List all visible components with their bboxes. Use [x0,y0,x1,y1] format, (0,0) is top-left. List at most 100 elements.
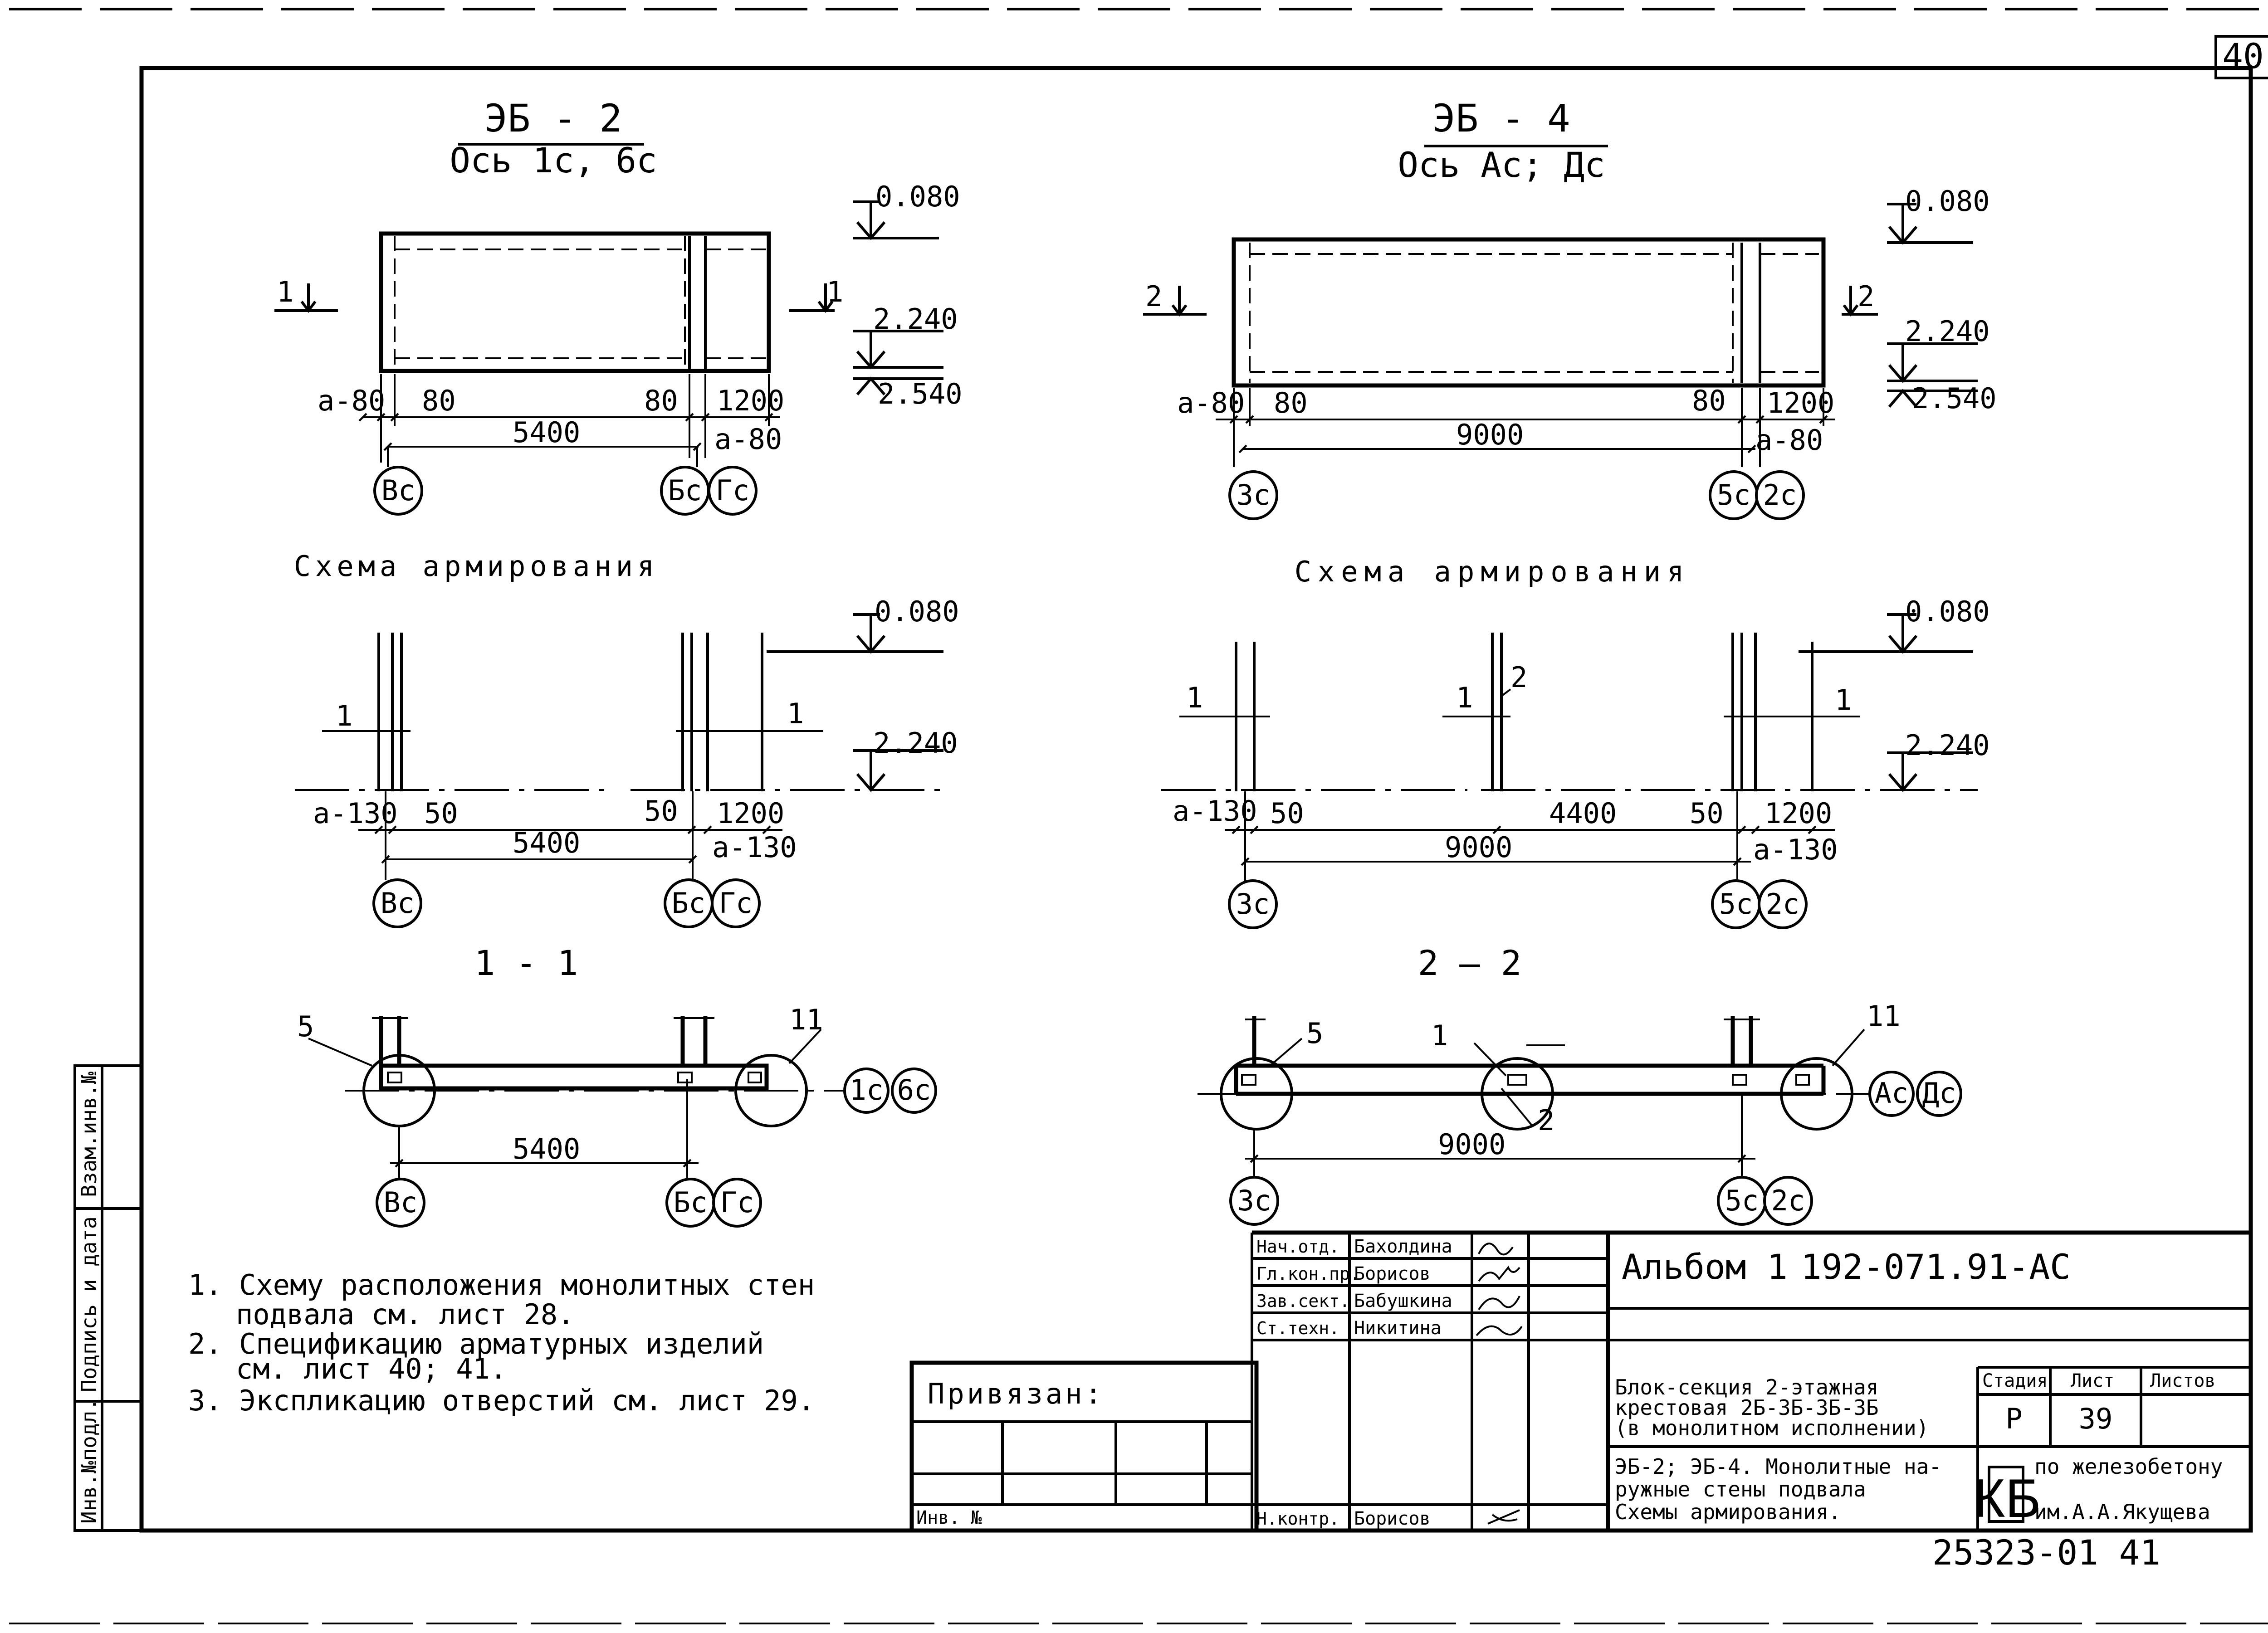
eb4-scheme-axis-3: 3с [1236,887,1270,921]
section-1-1-axis-b: Бс [674,1186,708,1219]
reinforcement-scheme-eb4: Схема армирования 0.080 2.240 1 1 2 1 [1161,555,1990,929]
eb2-scheme-axis-g: Гс [719,887,753,920]
drawing-title-2: ружные стены подвала [1615,1477,1866,1501]
eb2-dim-span: 5400 [513,416,580,449]
section-2-2-axis-5: 5с [1725,1184,1759,1217]
eb2-subtitle: Ось 1с, 6с [450,140,657,180]
org-line-2: им.А.А.Якущева [2034,1500,2210,1524]
eb2-section-mark-right: 1 [826,275,843,308]
section-2-2-pos5: 5 [1306,1017,1323,1050]
eb2-scheme-mark-mid: 2.240 [873,726,958,760]
n-kontr-role: Н.контр. [1256,1509,1339,1529]
org-logo: КБ [1974,1468,2041,1529]
eb4-axis-2: 2с [1763,478,1797,512]
eb2-dim-80-right: 80 [644,384,678,417]
eb2-scheme-dim-a130-right: а-130 [712,831,797,864]
side-stamp-original: Инв.№подл. [77,1398,101,1524]
section-2-2: 2 — 2 5 1 2 11 Ас Дс 9000 [1198,943,1962,1226]
drawing-title-3: Схемы армирования. [1615,1500,1841,1524]
signature-2 [1478,1266,1520,1282]
eb4-scheme-axis-2: 2с [1766,887,1800,921]
eb4-title: ЭБ - 4 [1432,96,1570,141]
album-label: Альбом 1 [1622,1247,1788,1287]
section-1-1-title: 1 - 1 [474,943,578,983]
eb2-axis-g: Гс [716,474,750,507]
section-2-2-pos1: 1 [1431,1019,1448,1052]
section-1-1-dim-span: 5400 [513,1132,580,1165]
note-3: 3. Экспликацию отверстий см. лист 29. [188,1384,815,1417]
name-4: Никитина [1354,1318,1442,1339]
eb4-scheme-bar1-center: 1 [1456,681,1473,714]
stage-value: Р [2005,1402,2022,1435]
eb4-scheme-dim-50: 50 [1270,797,1304,830]
eb2-scheme-axis-v: Вс [381,887,415,920]
eb4-dim-a80: а-80 [1177,386,1245,419]
eb2-scheme-dim-1200: 1200 [717,797,784,830]
eb4-mark-mid: 2.240 [1905,315,1990,348]
section-2-2-axis-d: Дс [1922,1077,1956,1110]
name-3: Бабушкина [1354,1291,1452,1311]
signature-4 [1476,1325,1523,1336]
n-kontr-name: Борисов [1354,1508,1431,1529]
eb2-dim-a80: а-80 [318,384,385,417]
eb2-mark-top: 0.080 [875,180,960,213]
eb4-scheme-dim-span: 9000 [1445,831,1512,864]
eb4-scheme-mark-top: 0.080 [1905,595,1990,628]
eb2-scheme-dim-a130: а-130 [313,797,398,830]
eb4-scheme-mark-mid: 2.240 [1905,729,1990,762]
section-2-2-axis-2: 2с [1771,1184,1805,1217]
role-1: Нач.отд. [1256,1237,1339,1257]
project-line-2: крестовая 2Б-3Б-3Б-3Б [1615,1395,1879,1420]
title-block: Привязан: Инв. № Нач.отд. Гл.кон.пр. Зав… [909,1230,2251,1533]
eb4-scheme-axis-5: 5с [1719,887,1753,921]
eb2-scheme-dim-50-right: 50 [644,795,678,828]
elevation-eb4: ЭБ - 4 Ось Ас; Дс 0.080 2.240 2.540 2 2 [1143,96,1997,520]
eb2-scheme-bar1-right: 1 [787,697,804,730]
section-2-2-pos2: 2 [1538,1104,1554,1137]
section-1-1-axis-1: 1с [850,1073,884,1107]
general-notes: 1. Схему расположения монолитных стен по… [188,1268,815,1417]
section-1-1-axis-v: Вс [384,1186,418,1219]
side-stamp-exchange: Взам.инв.№ [77,1072,101,1197]
section-2-2-dim-span: 9000 [1438,1128,1505,1161]
eb4-dim-span: 9000 [1456,418,1524,451]
sheet-label: Лист [2071,1370,2114,1391]
name-1: Бахолдина [1354,1236,1452,1257]
stage-label: Стадия [1982,1370,2048,1391]
eb4-scheme-dim-1200: 1200 [1765,797,1832,830]
eb4-mark-bot: 2.540 [1912,382,1997,415]
drawing-title-1: ЭБ-2; ЭБ-4. Монолитные на- [1615,1454,1941,1479]
eb4-scheme-dim-50-right: 50 [1690,797,1724,830]
eb4-scheme-bar2: 2 [1510,661,1527,694]
section-1-1: 1 - 1 5 11 1с 6с 5400 Вс Бс Гс [297,943,937,1228]
eb4-scheme-dim-a130-right: а-130 [1753,833,1838,866]
eb2-dim-a80-right: а-80 [714,423,782,456]
eb4-scheme-dim-a130: а-130 [1173,795,1257,828]
eb4-subtitle: Ось Ас; Дс [1398,145,1605,185]
name-2: Борисов [1354,1263,1431,1284]
sheet-value: 39 [2079,1402,2113,1435]
eb2-axis-v: Вс [381,474,415,507]
eb2-scheme-dim-span: 5400 [513,826,580,859]
eb2-mark-mid: 2.240 [873,302,958,336]
sheets-label: Листов [2150,1370,2216,1391]
section-1-1-pos11: 11 [789,1003,823,1036]
eb2-scheme-title: Схема армирования [294,550,659,583]
project-line-3: (в монолитном исполнении) [1615,1416,1929,1440]
eb2-scheme-mark-top: 0.080 [875,595,959,628]
note-2-line-2: см. лист 40; 41. [236,1352,507,1385]
project-line-1: Блок-секция 2-этажная [1615,1375,1879,1399]
signature-3 [1478,1296,1520,1311]
eb2-title: ЭБ - 2 [484,96,622,141]
section-2-2-axis-a: Ас [1875,1077,1909,1110]
org-line-1: по железобетону [2034,1454,2223,1479]
section-1-1-axis-6: 6с [897,1073,931,1107]
signature-5 [1487,1509,1520,1525]
role-3: Зав.сект. [1256,1291,1350,1311]
note-1-line-1: 1. Схему расположения монолитных стен [188,1268,815,1302]
inv-no-label: Инв. № [916,1507,982,1528]
section-1-1-axis-g: Гс [720,1186,754,1219]
archive-number: 25323-01 41 [1932,1532,2160,1573]
eb4-axis-3: 3с [1237,478,1271,512]
